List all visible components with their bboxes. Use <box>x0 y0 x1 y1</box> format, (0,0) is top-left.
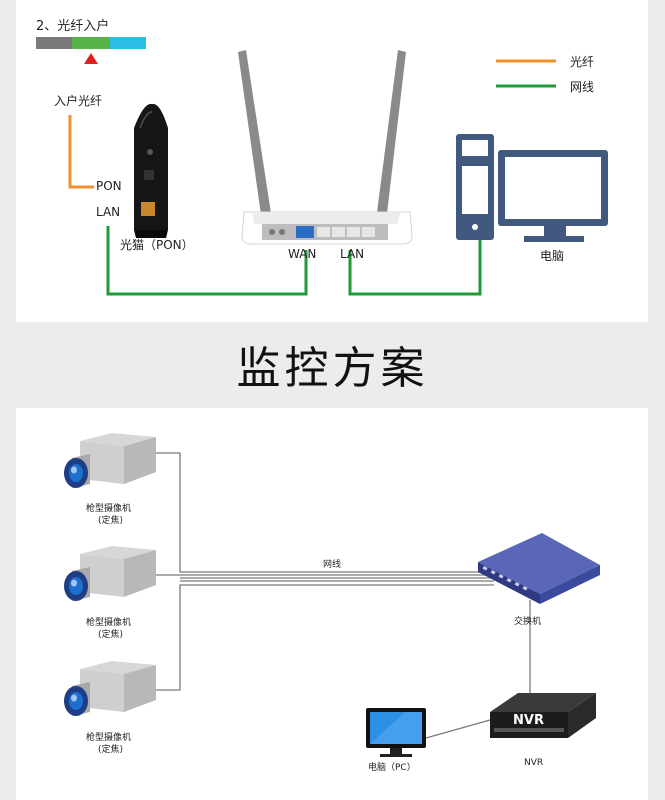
desktop-computer-icon <box>456 134 608 242</box>
router-pc-cable <box>348 236 482 296</box>
pc-label: 电脑（PC） <box>368 763 416 773</box>
nvr-pc-cable <box>425 719 491 739</box>
monitor-icon <box>366 708 426 757</box>
nvr-badge: NVR <box>513 713 544 728</box>
modem-lan-label: LAN <box>96 205 121 219</box>
optical-modem-icon <box>134 103 168 238</box>
fiber-in-label: 入户光纤 <box>54 94 103 108</box>
bullet-camera-icon <box>64 433 156 488</box>
camera-type-label: (定焦) <box>98 630 124 640</box>
fiber-line <box>68 115 94 189</box>
step-marker-icon <box>84 53 98 64</box>
bullet-camera-icon <box>64 546 156 601</box>
nvr-label: NVR <box>524 758 544 768</box>
router-wan-port-icon <box>296 226 314 238</box>
camera-name-label: 枪型摄像机 <box>86 733 132 743</box>
computer-label: 电脑 <box>540 249 565 263</box>
legend-network-label: 网线 <box>570 80 595 94</box>
camera-name-label: 枪型摄像机 <box>86 504 132 514</box>
camera-name-label: 枪型摄像机 <box>86 618 132 628</box>
modem-lan-port-icon <box>141 202 155 216</box>
modem-pon-label: PON <box>96 179 122 193</box>
router-lan-label: LAN <box>340 247 365 261</box>
camera-type-label: (定焦) <box>98 516 124 526</box>
router-icon <box>238 50 413 245</box>
router-wan-label: WAN <box>288 247 317 261</box>
cable-label: 网线 <box>323 560 342 570</box>
section-title: 监控方案 <box>236 343 429 394</box>
switch-label: 交换机 <box>514 617 542 627</box>
step-label: 2、光纤入户 <box>36 19 110 34</box>
modem-router-cable <box>106 226 308 296</box>
bullet-camera-icon <box>64 661 156 716</box>
camera-type-label: (定焦) <box>98 745 124 755</box>
legend-fiber-label: 光纤 <box>570 55 595 69</box>
network-switch-icon <box>478 533 600 604</box>
nvr-recorder-icon <box>490 693 596 738</box>
camera-cables <box>152 452 494 691</box>
modem-name-label: 光猫（PON） <box>120 238 194 252</box>
step-progress-bar <box>36 37 146 64</box>
